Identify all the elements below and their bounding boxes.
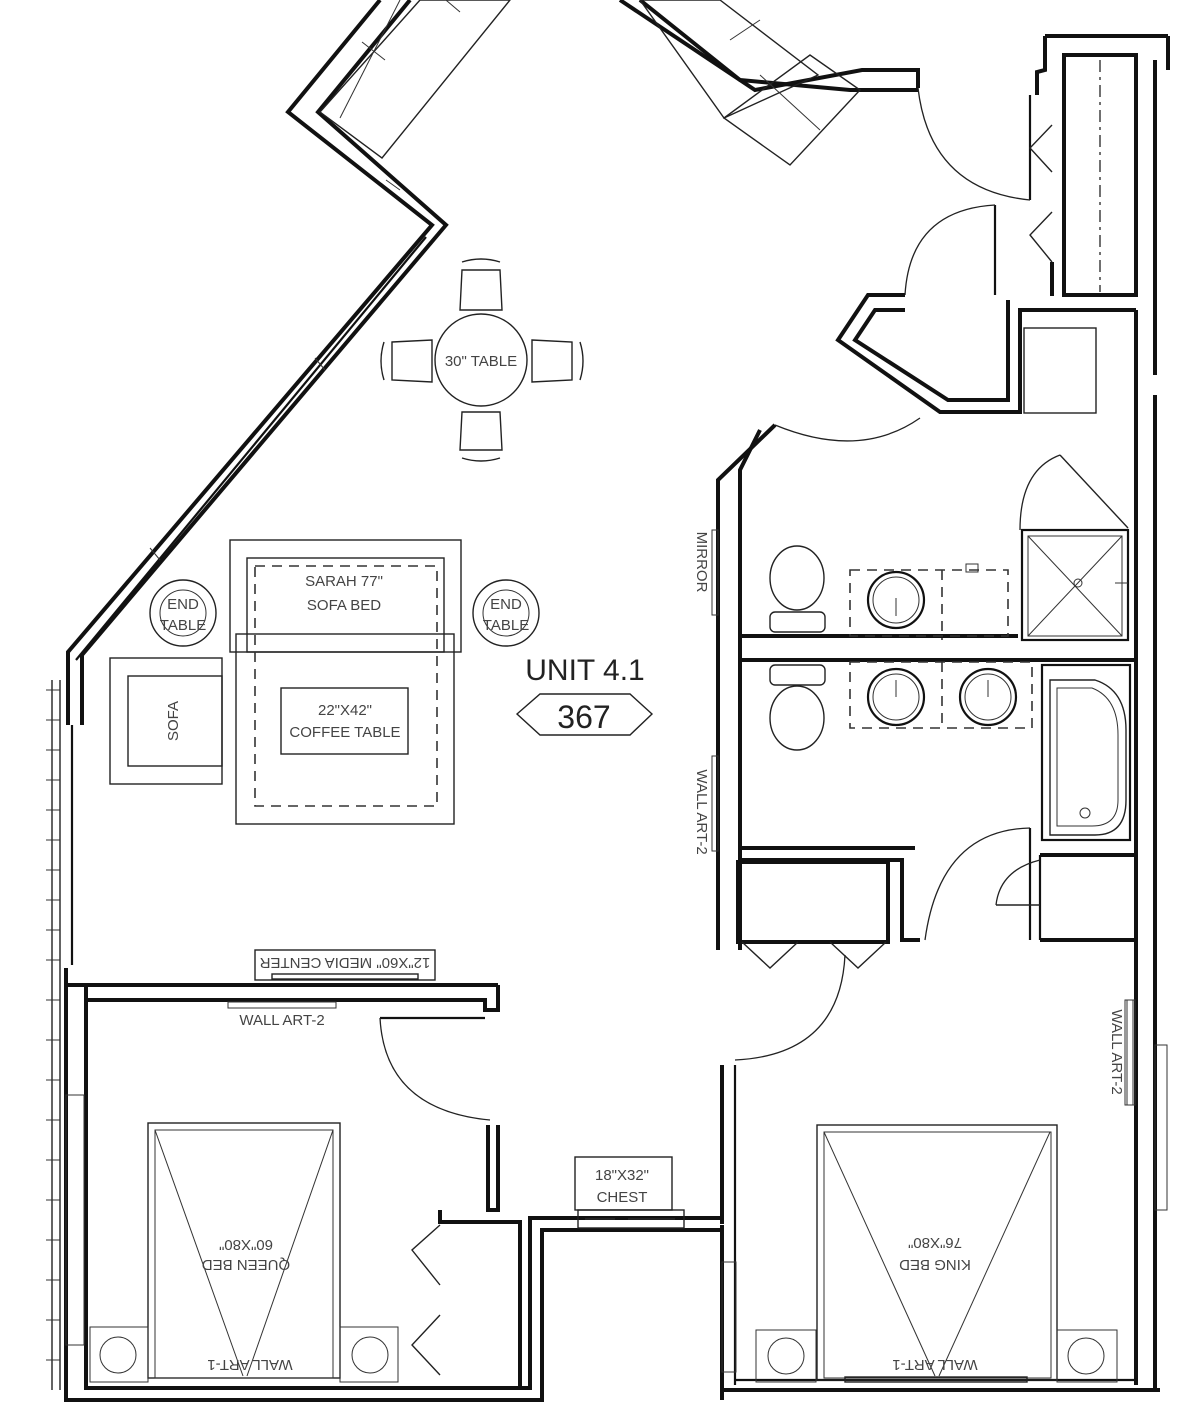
end-table-left-line2: TABLE <box>160 617 206 634</box>
kitchen-counter-left <box>318 0 511 191</box>
west-window <box>46 680 74 1390</box>
end-table-right-line2: TABLE <box>483 617 529 634</box>
end-table-right-line1: END <box>490 596 522 613</box>
chest-label-line1: 18"X32" <box>595 1167 649 1184</box>
queen-bed: 60"X80" QUEEN BED WALL ART-1 <box>89 1122 399 1383</box>
mirror: MIRROR <box>693 529 719 616</box>
end-table-left: END TABLE <box>149 579 217 647</box>
wall-art-living: WALL ART-2 <box>227 1001 337 1029</box>
coffee-table-label-line1: 22"X42" <box>318 702 372 719</box>
dining-table-label: 30" TABLE <box>445 353 517 370</box>
media-center: 12"X60" MEDIA CENTER <box>254 949 436 981</box>
coffee-table-label-line2: COFFEE TABLE <box>289 724 400 741</box>
kitchen-counter-right <box>618 0 920 166</box>
dining-set: 30" TABLE <box>380 258 584 462</box>
queen-bedroom-walls <box>64 968 720 1402</box>
wall-art-living-label: WALL ART-2 <box>239 1012 324 1029</box>
wall-art-king: WALL ART-2 <box>1108 999 1134 1106</box>
end-table-left-line1: END <box>167 596 199 613</box>
unit-label: UNIT 4.1 <box>525 654 645 687</box>
sofa-label: SOFA <box>165 701 182 741</box>
king-bed-label-line1: 76"X80" <box>908 1234 962 1251</box>
queen-bed-label-line2: QUEEN BED <box>202 1256 291 1273</box>
king-bed: 76"X80" KING BED WALL ART-1 <box>755 1124 1118 1383</box>
unit-tag: UNIT 4.1 367 <box>515 654 654 736</box>
wall-art-king-label: WALL ART-2 <box>1108 1009 1125 1094</box>
bathroom-upper <box>740 454 1136 662</box>
sofa-bed-label-line2: SOFA BED <box>307 597 381 614</box>
queen-bed-label-line1: 60"X80" <box>219 1236 273 1253</box>
sofa-chair: SOFA <box>109 657 223 785</box>
sofa-bed-label-line1: SARAH 77" <box>305 573 383 590</box>
coffee-table: 22"X42" COFFEE TABLE <box>280 687 409 755</box>
chest: 18"X32" CHEST <box>574 1156 685 1229</box>
bathroom-lower <box>740 661 1136 942</box>
wall-art-hall-label: WALL ART-2 <box>693 769 710 854</box>
sofa-bed: SARAH 77" SOFA BED <box>229 539 462 825</box>
wall-art-hall: WALL ART-2 <box>693 755 719 855</box>
media-center-label: 12"X60" MEDIA CENTER <box>259 954 430 971</box>
chest-label-line2: CHEST <box>597 1189 648 1206</box>
king-headboard-wall-art-label: WALL ART-1 <box>892 1356 977 1373</box>
linen-closet <box>736 860 890 969</box>
king-bedroom-walls <box>720 395 1168 1400</box>
queen-headboard-wall-art-label: WALL ART-1 <box>207 1356 292 1373</box>
unit-area: 367 <box>557 699 610 735</box>
mirror-label: MIRROR <box>693 532 710 593</box>
end-table-right: END TABLE <box>472 579 540 647</box>
entry-closet <box>904 34 1170 375</box>
king-bed-label-line2: KING BED <box>899 1256 971 1273</box>
exterior-wall-northwest <box>66 0 449 725</box>
